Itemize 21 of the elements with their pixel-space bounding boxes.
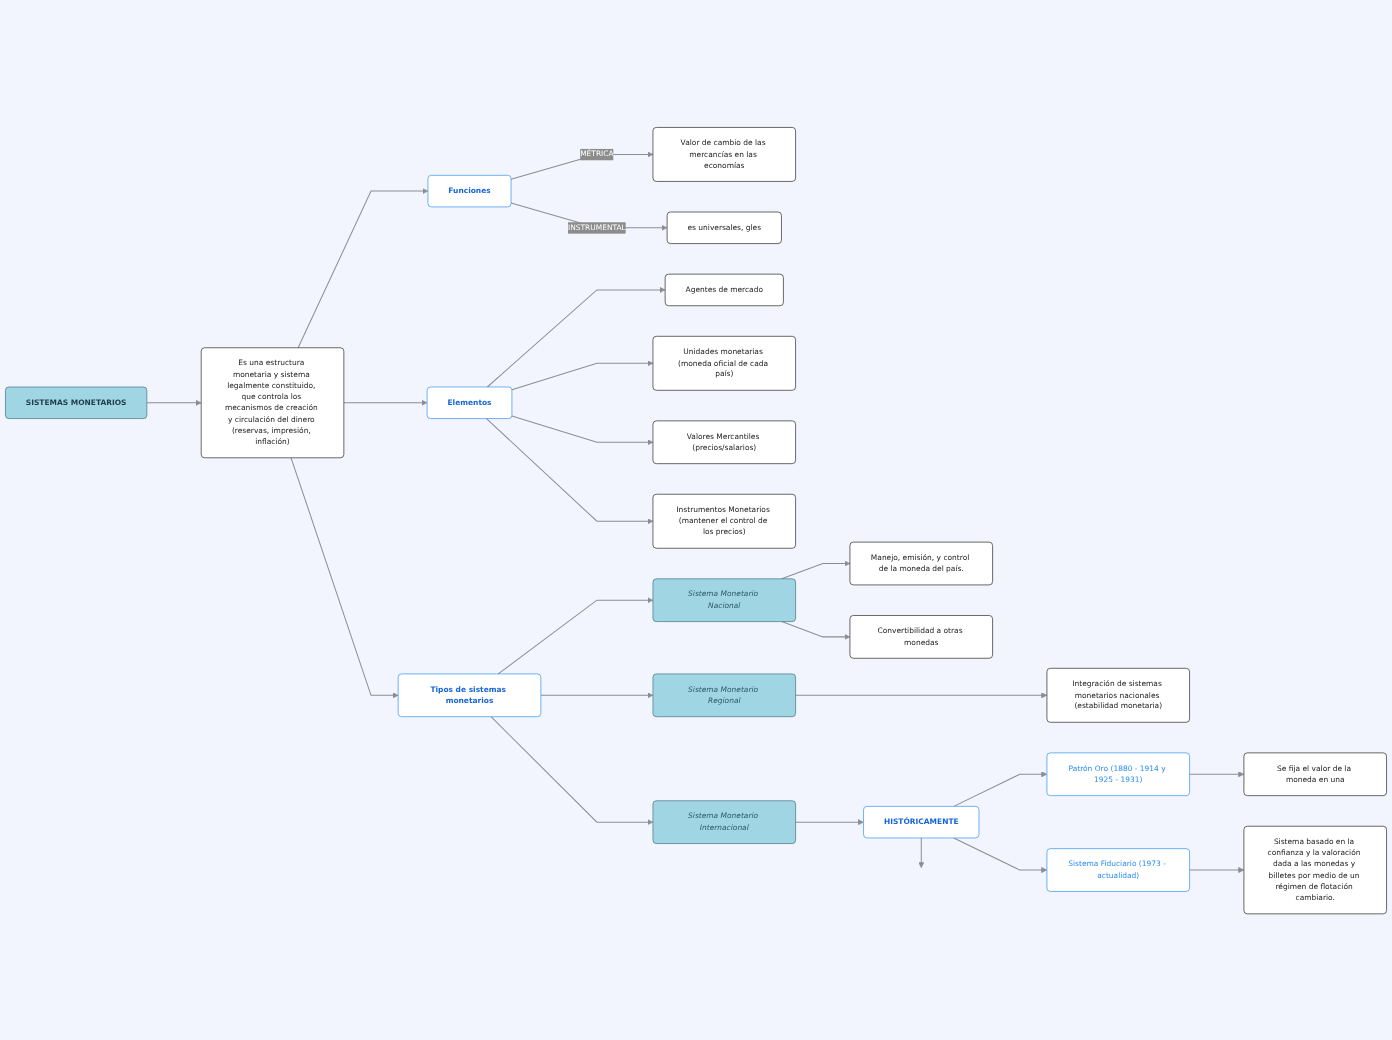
arrow [918,836,925,868]
arrow [343,399,428,406]
arrow [486,286,666,387]
arrow [795,818,864,825]
arrow [486,417,654,524]
arrow [490,715,654,825]
arrow [511,414,654,445]
arrow [795,691,1048,698]
arrow [511,359,654,390]
arrow [1189,866,1245,873]
arrow [290,456,399,698]
arrow [953,770,1048,807]
arrow [510,150,654,179]
arrow [540,691,654,698]
arrow [781,559,851,579]
arrow [297,187,429,348]
arrow [146,399,202,406]
arrow [1189,770,1245,777]
arrow [781,620,851,640]
arrow [953,836,1048,873]
arrow [497,596,654,674]
